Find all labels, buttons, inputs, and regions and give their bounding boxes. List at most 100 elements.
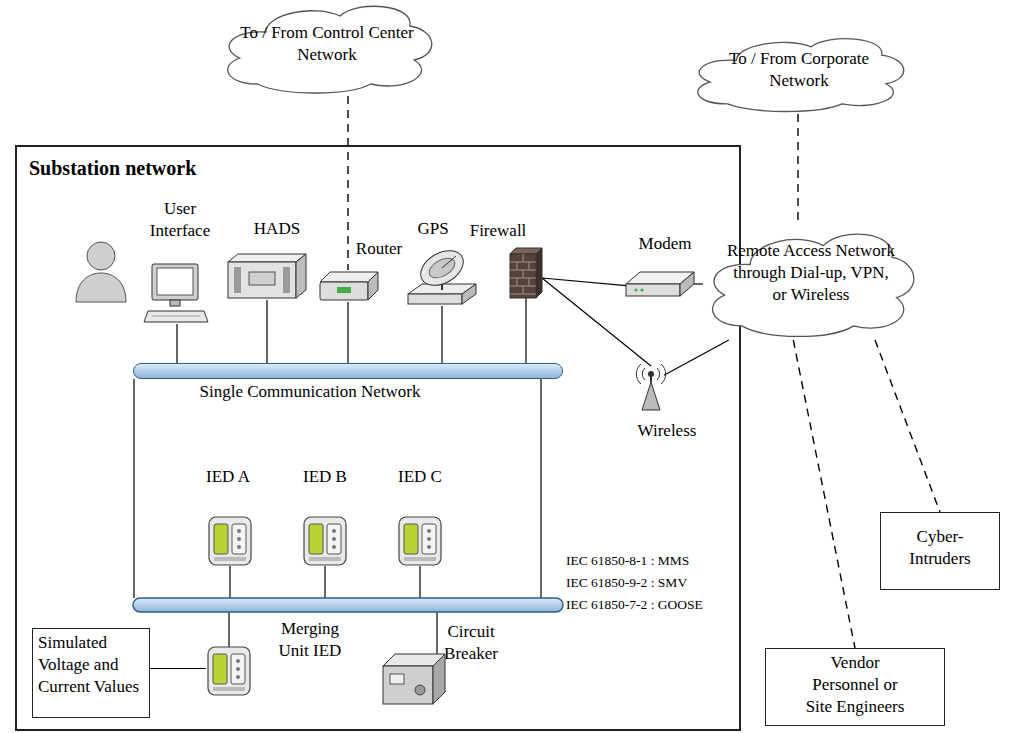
firewall-symbol	[510, 278, 536, 279]
gps-icon: GPS	[408, 250, 476, 306]
router-symbol	[320, 272, 378, 300]
router-symbol	[320, 282, 368, 300]
modem-symbol	[626, 272, 694, 296]
breaker-symbol	[383, 654, 445, 666]
node-label: HADS	[237, 218, 317, 240]
node-label: Merging Unit IED	[278, 618, 342, 662]
network-link	[525, 298, 526, 363]
network-link	[150, 668, 206, 669]
modem-symbol	[640, 288, 643, 291]
network-link	[176, 324, 177, 363]
bus-link-wire	[324, 566, 325, 598]
ied-icon: IED A	[208, 516, 252, 566]
cloud-outline	[228, 6, 432, 93]
breaker-symbol	[433, 654, 445, 704]
modem-symbol	[680, 272, 694, 296]
node-label: IED B	[291, 466, 359, 488]
ied-icon: Merging Unit IED	[206, 648, 252, 694]
node-label: Wireless	[625, 420, 709, 442]
router-symbol	[337, 287, 351, 293]
breaker-symbol	[390, 674, 404, 684]
node-label: Single Communication Network	[180, 381, 440, 403]
process-bus	[133, 598, 563, 612]
router-symbol	[320, 272, 378, 282]
network-link	[441, 306, 442, 363]
gps-symbol	[415, 244, 470, 293]
person-symbol	[76, 273, 126, 302]
gps-symbol	[442, 256, 456, 268]
ied-symbols	[399, 517, 441, 565]
computer-symbol	[144, 264, 208, 322]
server-symbol	[228, 262, 296, 298]
computer-symbol	[144, 311, 208, 322]
firewall-symbol	[510, 254, 536, 294]
firewall-symbol	[510, 254, 536, 298]
breaker-symbol	[383, 654, 445, 704]
server-symbol	[228, 254, 306, 262]
gps-symbol	[408, 294, 462, 304]
firewall-symbol	[510, 286, 536, 287]
network-link	[664, 340, 729, 375]
dashed-link	[875, 340, 940, 512]
network-link	[694, 283, 703, 284]
computer-symbol	[152, 316, 200, 317]
protocol-label: IEC 61850-7-2 : GOOSE	[566, 596, 703, 614]
node-label: To / From Control Center Network	[236, 22, 418, 66]
server-icon: HADS	[228, 254, 306, 300]
ied-symbols	[304, 517, 346, 565]
antenna-symbol	[636, 364, 641, 384]
bus-link-wire	[436, 612, 437, 655]
node-label: IED A	[194, 466, 262, 488]
breaker-icon: Circuit Breaker	[383, 654, 445, 706]
firewall-symbol	[510, 270, 536, 271]
modem-symbol	[626, 284, 680, 296]
computer-symbol	[170, 300, 180, 306]
firewall-symbol	[523, 254, 524, 262]
router-icon: Router	[318, 270, 378, 302]
substation-boundary: Substation networkUser InterfaceHADSRout…	[15, 145, 741, 731]
network-link	[266, 300, 267, 363]
server-symbol	[296, 254, 306, 298]
modem-symbol	[626, 272, 694, 284]
node-label: Vendor Personnel or Site Engineers	[801, 652, 909, 718]
firewall-symbol	[510, 248, 542, 298]
firewall-symbol	[517, 262, 518, 270]
node-label: GPS	[405, 218, 461, 240]
server-symbol	[234, 267, 241, 293]
node-label: Substation network	[29, 155, 289, 181]
antenna-symbol	[650, 374, 652, 382]
network-link	[542, 278, 626, 286]
server-symbol	[228, 254, 306, 298]
antenna-symbol	[661, 364, 666, 384]
node-label: Firewall	[458, 220, 538, 242]
ied-symbols	[208, 517, 441, 695]
antenna-symbol	[657, 368, 660, 380]
network-bus: Single Communication Network	[133, 363, 563, 379]
dashed-link	[793, 340, 855, 648]
bus-link-wire	[134, 379, 541, 655]
source-box: Simulated Voltage and Current Values	[32, 628, 150, 718]
bus-link-wire	[228, 612, 229, 647]
gps-symbol	[462, 284, 476, 304]
ied-icon: IED C	[398, 516, 442, 566]
bus-link-wire	[133, 379, 134, 598]
network-link	[542, 278, 651, 366]
node-label: User Interface	[140, 198, 220, 242]
firewall-symbol	[523, 286, 524, 294]
person-symbol	[87, 242, 115, 270]
node-label: Circuit Breaker	[440, 621, 502, 665]
protocol-label: IEC 61850-9-2 : SMV	[566, 574, 687, 592]
dashed-link	[797, 114, 798, 222]
network-link	[347, 302, 348, 363]
firewall-symbol	[529, 262, 530, 270]
antenna-symbol	[642, 382, 660, 410]
antenna-icon: Wireless	[638, 366, 664, 412]
actor-box: Vendor Personnel or Site Engineers	[765, 648, 945, 726]
breaker-symbol	[415, 685, 425, 695]
cloud-network: To / From Control Center Network	[218, 0, 436, 96]
cloud-network: Remote Access Network through Dial-up, V…	[703, 222, 918, 340]
dashed-link	[347, 96, 348, 270]
cloud-network: To / From Corporate Network	[688, 30, 908, 114]
gps-symbol	[441, 276, 443, 290]
